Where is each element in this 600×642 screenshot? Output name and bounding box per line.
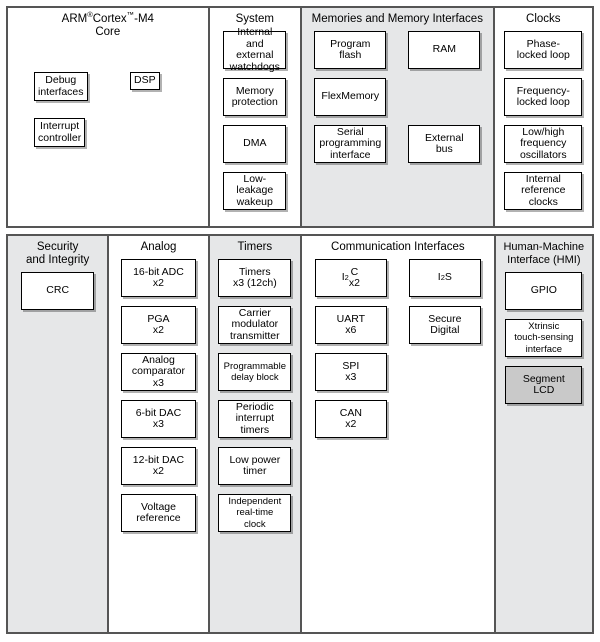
block-dsp[interactable]: DSP: [130, 72, 160, 90]
block-dma[interactable]: DMA: [223, 125, 287, 163]
panel-title-analog: Analog: [140, 241, 177, 253]
block-independent-real-time-clock[interactable]: Independent real-time clock: [218, 494, 292, 532]
block-6-bit-dac[interactable]: 6-bit DAC x3: [120, 400, 196, 438]
block-flexmemory[interactable]: FlexMemory: [314, 78, 387, 116]
block-low-high-frequency-oscillators[interactable]: Low/high frequency oscillators: [504, 125, 583, 163]
memories-block-column-b: RAM External bus: [408, 31, 481, 222]
panel-title-system: System: [235, 13, 274, 25]
block-16-bit-adc[interactable]: 16-bit ADC x2: [120, 259, 196, 297]
block-interrupt-controller[interactable]: Interrupt controller: [34, 118, 86, 147]
block-programmable-delay-block[interactable]: Programmable delay block: [218, 353, 292, 391]
block-can[interactable]: CAN x2: [314, 400, 387, 438]
block-uart[interactable]: UART x6: [314, 306, 387, 344]
panel-title-timers: Timers: [237, 241, 273, 253]
block-internal-reference-clocks[interactable]: Internal reference clocks: [504, 172, 583, 210]
panel-title-clocks: Clocks: [526, 13, 561, 25]
security-block-column: CRC: [21, 272, 95, 628]
panel-memories-and-memory-interfaces: Memories and Memory Interfaces Program f…: [301, 8, 495, 226]
panel-analog: Analog 16-bit ADC x2 PGA x2 Analog compa…: [109, 236, 210, 632]
block-carrier-modulator-transmitter[interactable]: Carrier modulator transmitter: [218, 306, 292, 344]
block-low-leakage-wakeup[interactable]: Low-leakage wakeup: [223, 172, 287, 210]
panel-system: System Internal and external watchdogs M…: [209, 8, 302, 226]
memories-block-column-a: Program flash FlexMemory Serial programm…: [314, 31, 387, 222]
block-voltage-reference[interactable]: Voltage reference: [120, 494, 196, 532]
block-external-bus[interactable]: External bus: [408, 125, 481, 163]
block-12-bit-dac[interactable]: 12-bit DAC x2: [120, 447, 196, 485]
panel-clocks: Clocks Phase- locked loop Frequency- loc…: [494, 8, 592, 226]
clocks-block-column: Phase- locked loop Frequency- locked loo…: [504, 31, 583, 222]
block-periodic-interrupt-timers[interactable]: Periodic interrupt timers: [218, 400, 292, 438]
analog-block-column: 16-bit ADC x2 PGA x2 Analog comparator x…: [120, 259, 196, 628]
block-crc[interactable]: CRC: [21, 272, 95, 310]
block-analog-comparator[interactable]: Analog comparator x3: [120, 353, 196, 391]
block-xtrinsic-touch-sensing-interface[interactable]: Xtrinsic touch-sensing interface: [505, 319, 583, 357]
block-internal-and-external-watchdogs[interactable]: Internal and external watchdogs: [223, 26, 287, 72]
system-block-column: Internal and external watchdogs Memory p…: [223, 26, 287, 222]
block-phase-locked-loop[interactable]: Phase- locked loop: [504, 31, 583, 69]
timers-block-column: Timers x3 (12ch) Carrier modulator trans…: [218, 259, 292, 628]
block-ram[interactable]: RAM: [408, 31, 481, 69]
block-pga[interactable]: PGA x2: [120, 306, 196, 344]
block-segment-lcd[interactable]: Segment LCD: [505, 366, 583, 404]
block-timers[interactable]: Timers x3 (12ch): [218, 259, 292, 297]
block-memory-protection[interactable]: Memory protection: [223, 78, 287, 116]
panel-title-communication: Communication Interfaces: [331, 241, 465, 253]
panel-timers: Timers Timers x3 (12ch) Carrier modulato…: [209, 236, 303, 632]
block-program-flash[interactable]: Program flash: [314, 31, 387, 69]
block-gpio[interactable]: GPIO: [505, 272, 583, 310]
core-block-area: Debug interfaces DSP Interrupt controlle…: [12, 44, 204, 222]
block-secure-digital[interactable]: Secure Digital: [408, 306, 481, 344]
panel-title-memories: Memories and Memory Interfaces: [311, 13, 483, 25]
block-spi[interactable]: SPI x3: [314, 353, 387, 391]
block-frequency-locked-loop[interactable]: Frequency- locked loop: [504, 78, 583, 116]
block-low-power-timer[interactable]: Low power timer: [218, 447, 292, 485]
hmi-block-column: GPIO Xtrinsic touch-sensing interface Se…: [505, 272, 583, 628]
block-debug-interfaces[interactable]: Debug interfaces: [34, 72, 88, 101]
block-serial-programming-interface[interactable]: Serial programming interface: [314, 125, 387, 163]
